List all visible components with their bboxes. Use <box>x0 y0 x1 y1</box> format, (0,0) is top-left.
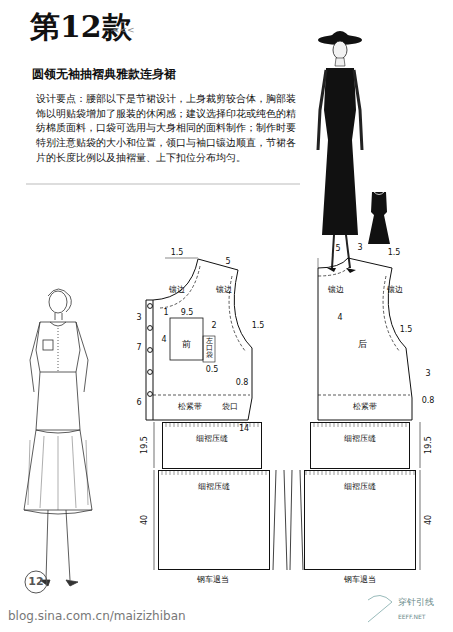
dimension-label: 镶边 <box>216 286 232 295</box>
fashion-figure <box>318 31 362 273</box>
dimension-label: 0.8 <box>236 379 249 388</box>
dimension-label: 6 <box>136 399 141 408</box>
tier-label: 细褶压缝 <box>342 483 378 492</box>
dimension-label: 5 <box>335 245 340 254</box>
skirt-tier: 细褶压缝 <box>310 422 410 469</box>
dimension-label: 松紧带 <box>178 403 202 412</box>
dimension-label: 0.5 <box>206 366 219 375</box>
piece-name: 前 <box>182 340 191 350</box>
rule <box>26 184 300 185</box>
piece-name: 后 <box>358 340 367 350</box>
dimension-label: 7 <box>136 344 141 353</box>
dimension-lines <box>154 422 420 570</box>
skirt-tier: 细褶压缝 <box>304 470 416 570</box>
dimension-label: 1.5 <box>171 249 184 258</box>
subtitle: 圆领无袖抽褶典雅款连身裙 <box>32 68 176 81</box>
gather-marks <box>159 423 415 475</box>
sketch-figure <box>24 289 92 586</box>
back-bodice <box>318 258 412 420</box>
dimension-label: 9.5 <box>181 309 194 318</box>
dimension-label: 松紧带 <box>353 403 377 412</box>
dimension-label: 19.5 <box>141 435 150 455</box>
dimension-label: 3 <box>136 314 141 323</box>
watermark-logo <box>368 595 392 622</box>
dimension-label: 镶边 <box>169 286 185 295</box>
dimension-label: 3 <box>357 244 362 253</box>
page-number-ring <box>25 571 47 593</box>
dimension-label: 4 <box>337 314 342 323</box>
dimension-label: 镶边 <box>328 286 344 295</box>
dimension-label: 1.5 <box>400 326 413 335</box>
tier-label: 细褶压缝 <box>196 483 232 492</box>
dimension-label: 钢车退当 <box>197 576 229 585</box>
dimension-label: 钢车退当 <box>344 576 376 585</box>
skirt-tier: 细褶压缝 <box>158 470 270 570</box>
watermark: EEFF.NET <box>398 614 425 621</box>
tier-label: 细褶压缝 <box>194 435 230 444</box>
dimension-label: 1.5 <box>252 322 265 331</box>
skirt-flare-lines <box>273 470 303 570</box>
dimension-label: 0.8 <box>422 397 435 406</box>
watermark: blog.sina.com.cn/maizizhiban <box>8 610 186 623</box>
dimension-label: 1.5 <box>388 249 401 258</box>
page-number: 12 <box>28 576 43 588</box>
dimension-label: 3 <box>425 370 430 379</box>
dimension-label: 14 <box>239 425 249 434</box>
ornament: <<< <box>112 26 135 36</box>
dimension-label: 1 <box>163 309 168 318</box>
design-notes: 设计要点：腰部以下是节裙设计，上身裁剪较合体，胸部装饰以明贴袋增加了服装的休闲感… <box>36 92 298 166</box>
dimension-label: 40 <box>425 514 434 526</box>
dimension-label: 4 <box>161 336 166 345</box>
dimension-label: 5 <box>225 258 230 267</box>
dimension-label: 2 <box>211 322 216 331</box>
dimension-label: 19.5 <box>425 435 434 455</box>
dimension-label: 左口袋 <box>206 338 213 359</box>
dimension-label: 40 <box>141 514 150 526</box>
tier-label: 细褶压缝 <box>342 435 378 444</box>
skirt-tier: 细褶压缝 <box>162 422 262 469</box>
dimension-label: 镶边 <box>387 286 403 295</box>
front-bodice <box>146 258 252 420</box>
dimension-label: 袋口 <box>222 403 238 412</box>
watermark: 穿针引线 <box>398 598 434 608</box>
dress-sketch <box>368 192 390 244</box>
